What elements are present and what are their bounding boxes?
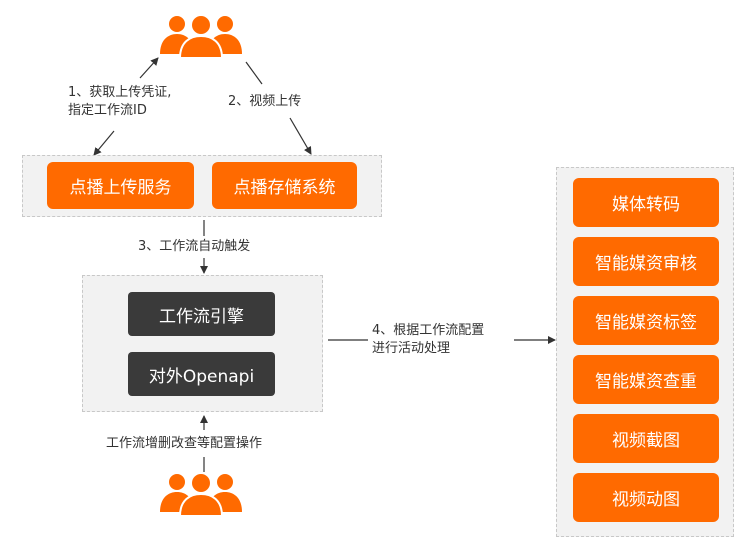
activity-item: 视频动图 [573, 473, 719, 522]
activity-item: 智能媒资标签 [573, 296, 719, 345]
users-group-icon [160, 472, 242, 516]
activity-item: 视频截图 [573, 414, 719, 463]
step1-arrow-down [93, 130, 115, 156]
step4-label: 4、根据工作流配置 进行活动处理 [372, 322, 484, 358]
activity-item: 智能媒资审核 [573, 237, 719, 286]
step4-label-line1: 4、根据工作流配置 [372, 323, 485, 338]
step1-arrow-up [139, 57, 159, 79]
upload-service-box: 点播上传服务 [47, 162, 194, 209]
open-api-box: 对外Openapi [128, 352, 275, 396]
step1-label-line2: 指定工作流ID [68, 103, 147, 118]
step1-label: 1、获取上传凭证, 指定工作流ID [68, 84, 171, 120]
step2-label: 2、视频上传 [228, 94, 302, 109]
storage-system-box: 点播存储系统 [212, 162, 357, 209]
activity-item: 媒体转码 [573, 178, 719, 227]
step2-arrow-down [289, 117, 312, 155]
activity-item: 智能媒资查重 [573, 355, 719, 404]
step3-label: 3、工作流自动触发 [138, 238, 251, 256]
workflow-engine-box: 工作流引擎 [128, 292, 275, 336]
step1-label-line1: 1、获取上传凭证, [68, 85, 172, 100]
users-group-icon [160, 14, 242, 58]
config-ops-label: 工作流增删改查等配置操作 [106, 435, 263, 453]
step4-label-line2: 进行活动处理 [372, 341, 451, 356]
step2-line-top [245, 61, 263, 85]
